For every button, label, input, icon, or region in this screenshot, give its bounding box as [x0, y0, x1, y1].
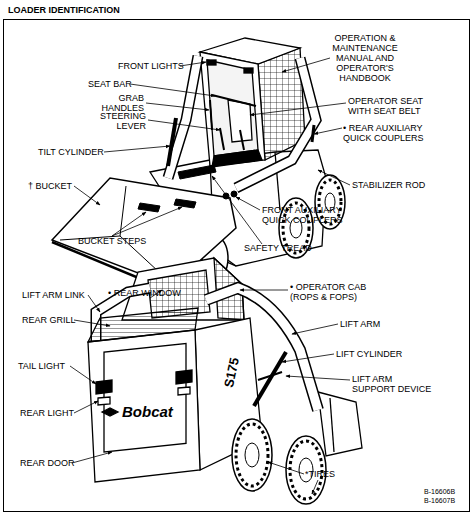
top-lift-arms	[168, 56, 198, 178]
rear-leader-lines	[240, 290, 288, 291]
machine-marking: B-16607B	[424, 497, 455, 505]
rear-leader-lines	[70, 290, 350, 494]
rear-leader-lines	[88, 295, 100, 312]
part-label: LIFT CYLINDER	[336, 349, 402, 359]
part-label: TAIL LIGHT	[18, 361, 65, 371]
rear-body	[88, 308, 286, 482]
top-cab	[212, 95, 256, 106]
part-label: SEAT BAR	[88, 79, 132, 89]
top-bucket	[231, 191, 237, 197]
top-cab	[200, 38, 305, 167]
part-label: REAR GRILL	[22, 315, 76, 325]
top-leader-lines	[212, 176, 262, 244]
rear-body	[102, 408, 118, 416]
top-leader-lines	[104, 146, 170, 152]
frame	[4, 20, 470, 512]
top-cab	[200, 52, 265, 166]
rear-leader-lines	[72, 452, 112, 463]
top-leader-lines	[148, 120, 220, 130]
top-cab	[212, 150, 262, 167]
rear-tires	[245, 443, 259, 467]
part-label: FRONT LIGHTS	[118, 61, 184, 71]
rear-leader-lines	[286, 376, 350, 380]
top-leader-lines	[112, 207, 182, 236]
part-label: • REAR AUXILIARY QUICK COUPLERS	[343, 123, 435, 143]
part-label: FRONT AUXILIARY QUICK COUPLERS	[262, 205, 352, 225]
top-lift-arms	[236, 58, 316, 188]
top-leader-lines	[314, 128, 342, 134]
top-cab	[220, 128, 224, 150]
top-cab	[210, 100, 212, 130]
part-label: BUCKET STEPS	[78, 236, 146, 246]
top-cab	[228, 100, 252, 142]
part-label: LIFT ARM LINK	[22, 290, 85, 300]
top-cab	[207, 60, 216, 65]
top-cab	[200, 38, 300, 64]
diagram-title: LOADER IDENTIFICATION	[8, 5, 120, 15]
top-leader-lines	[250, 103, 346, 115]
part-label: REAR DOOR	[20, 458, 75, 468]
rear-leader-lines	[74, 401, 98, 413]
rear-tires	[236, 424, 268, 486]
part-label: REAR LIGHT	[20, 408, 74, 418]
rear-body	[98, 397, 110, 405]
top-cab	[244, 68, 253, 73]
rear-body	[104, 343, 186, 452]
rear-bucket	[330, 398, 334, 452]
part-label: OPERATION & MAINTENANCE MANUAL AND OPERA…	[328, 33, 402, 83]
machine-marking: B-16606B	[424, 488, 455, 496]
part-label: STEERING LEVER	[94, 111, 146, 131]
rear-leader-lines	[292, 324, 338, 334]
rear-leader-lines	[74, 320, 110, 326]
top-cab	[240, 130, 244, 150]
part-label: TILT CYLINDER	[38, 147, 104, 157]
rear-body	[96, 380, 112, 394]
top-bucket	[178, 165, 216, 179]
rear-tires	[232, 419, 326, 504]
top-lift-arms	[312, 125, 314, 142]
top-lift-arms	[168, 56, 316, 188]
machine-marking: Bobcat	[122, 404, 173, 420]
rear-body	[258, 372, 282, 380]
top-lift-arms	[236, 58, 316, 188]
top-lift-arms	[168, 56, 198, 178]
top-leader-lines	[180, 62, 206, 66]
rear-body	[254, 352, 286, 406]
part-label: • OPERATOR CAB (ROPS & FOPS)	[290, 282, 370, 302]
top-leader-lines	[318, 170, 350, 185]
part-label: *TIRES	[305, 469, 335, 479]
part-label: LIFT ARM SUPPORT DEVICE	[352, 374, 436, 394]
rear-bucket	[318, 392, 362, 456]
top-bucket	[174, 199, 196, 208]
top-leader-lines	[236, 197, 260, 210]
top-leader-lines	[74, 186, 100, 205]
top-leader-lines	[282, 58, 330, 72]
top-cab	[207, 60, 258, 156]
part-label: OPERATOR SEAT WITH SEAT BELT	[348, 96, 438, 116]
part-label: LIFT ARM	[340, 319, 380, 329]
rear-body	[88, 330, 200, 482]
rear-body	[176, 370, 192, 384]
top-leader-lines	[146, 103, 209, 110]
rear-body	[178, 387, 190, 395]
top-bucket	[138, 203, 160, 212]
rear-body	[195, 318, 262, 470]
rear-leader-lines	[70, 366, 96, 384]
part-label: STABILIZER ROD	[352, 180, 425, 190]
rear-leader-lines	[282, 354, 334, 362]
part-label: • REAR WINDOW	[108, 288, 181, 298]
part-label: GRAB HANDLES	[98, 93, 144, 113]
rear-bucket	[318, 392, 362, 456]
rear-leader-lines	[312, 480, 318, 494]
part-label: † BUCKET	[28, 181, 72, 191]
part-label: SAFETY TREAD	[244, 243, 312, 253]
top-lift-arms	[168, 118, 176, 166]
rear-leader-lines	[268, 462, 304, 474]
rear-tires	[232, 419, 272, 491]
